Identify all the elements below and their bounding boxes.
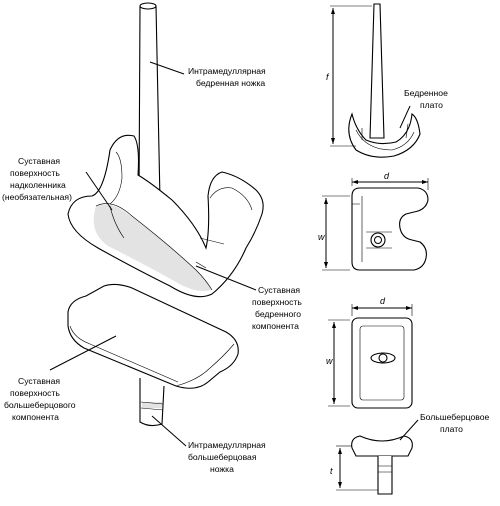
label-femoral-stem: Интрамедуллярная бедренная ножка [188,66,266,88]
femoral-right-edge [209,187,253,211]
femoral-plateau-side [348,112,421,158]
femoral-plateau-ticks [361,123,409,140]
label-femoral-surface-line-1: Суставная [258,285,300,295]
tibial-side-edge [175,343,235,387]
label-patella-line-4: (необязательная) [2,192,72,202]
tibial-plateau-3d [67,283,239,389]
label-femoral-plateau-line-2: плато [420,100,443,110]
dim-d2-label: d [380,296,386,306]
label-patella-line-1: Суставная [18,156,60,166]
femoral-edge-line [95,203,213,291]
femoral-stem-3d [138,3,161,204]
femoral-inner-edge [109,151,123,205]
label-tibial-surface-line-1: Суставная [18,376,60,386]
tibial-side-view: t [330,419,419,495]
tibial-front-edge [69,325,179,383]
label-tibial-stem: Интрамедуллярная большеберцовая ножка [188,440,266,474]
femoral-top-bolt-outer [370,232,386,248]
dim-w1-label: w [318,232,325,242]
femoral-stem-side [369,3,385,139]
femoral-stem-tip [139,2,157,10]
tibial-component-3d [67,283,239,427]
leader-femoral-surface [195,265,257,291]
label-patella-surface: Суставная поверхность надколенника (необ… [2,156,72,202]
leader-tibial-stem [151,415,187,447]
tibial-top-view: d w [326,296,413,409]
label-femoral-stem-line-2: бедренная ножка [196,78,265,88]
femoral-mark-2 [195,261,207,269]
leader-femoral-stem [149,61,185,75]
femoral-top-inner [352,196,363,262]
label-patella-line-2: поверхность [10,168,60,178]
label-tibial-surface-line-4: компонента [12,412,59,422]
femoral-condyle-3d [67,134,264,298]
label-patella-line-3: надколенника [10,180,66,190]
dim-d2-arrows [352,306,412,310]
label-femoral-plateau-line-1: Бедренное [404,88,448,98]
leader-tibial-surface [49,335,117,371]
dim-d1-label: d [384,171,390,181]
label-femoral-plateau: Бедренное плато [404,88,448,110]
tibial-top-inner [359,325,405,401]
femoral-top-slot [366,231,392,249]
femoral-top-bolt-inner [374,236,382,244]
leader-patella [85,171,113,211]
label-tibial-stem-line-3: ножка [210,464,234,474]
tibial-top-bolt [378,353,388,363]
label-femoral-surface-line-2: поверхность [252,297,302,307]
femoral-component-3d [67,2,264,298]
dim-w2-label: w [326,356,333,366]
label-tibial-surface-line-3: большеберцового [4,400,76,410]
tibial-stem-band [142,402,162,408]
leader-tibial-plateau [399,419,419,441]
dim-t-label: t [330,466,333,476]
label-tibial-surface: Суставная поверхность большеберцового ко… [4,376,76,422]
femoral-top-outline [351,187,429,271]
label-femoral-surface-line-3: бедренного [255,309,301,319]
tibial-stem-3d [139,378,165,427]
tibial-stem-rings [140,401,164,411]
label-tibial-plateau-line-2: плато [440,424,463,434]
label-tibial-plateau-line-1: Большеберцовое [420,412,490,422]
femoral-mark-1 [199,237,225,245]
label-tibial-plateau: Большеберцовое плато [420,412,490,434]
tibial-stem-side-rings [378,465,392,473]
label-femoral-stem-line-1: Интрамедуллярная [188,66,266,76]
femoral-plateau-inner [355,129,415,151]
label-tibial-surface-line-2: поверхность [10,388,60,398]
femoral-top-view: d w [318,171,429,271]
leader-lines-left [49,61,257,447]
tibial-plateau-side [351,435,413,457]
femoral-articular-band [93,204,212,291]
label-femoral-surface-line-4: компонента [252,321,299,331]
label-tibial-stem-line-1: Интрамедуллярная [188,440,266,450]
label-tibial-stem-line-2: большеберцовая [188,452,257,462]
femoral-side-view: f [326,3,421,158]
tibial-stem-side [377,456,393,495]
leader-femoral-plateau [399,105,411,129]
label-femoral-surface: Суставная поверхность бедренного компоне… [252,285,302,331]
dim-f-label: f [326,72,330,82]
